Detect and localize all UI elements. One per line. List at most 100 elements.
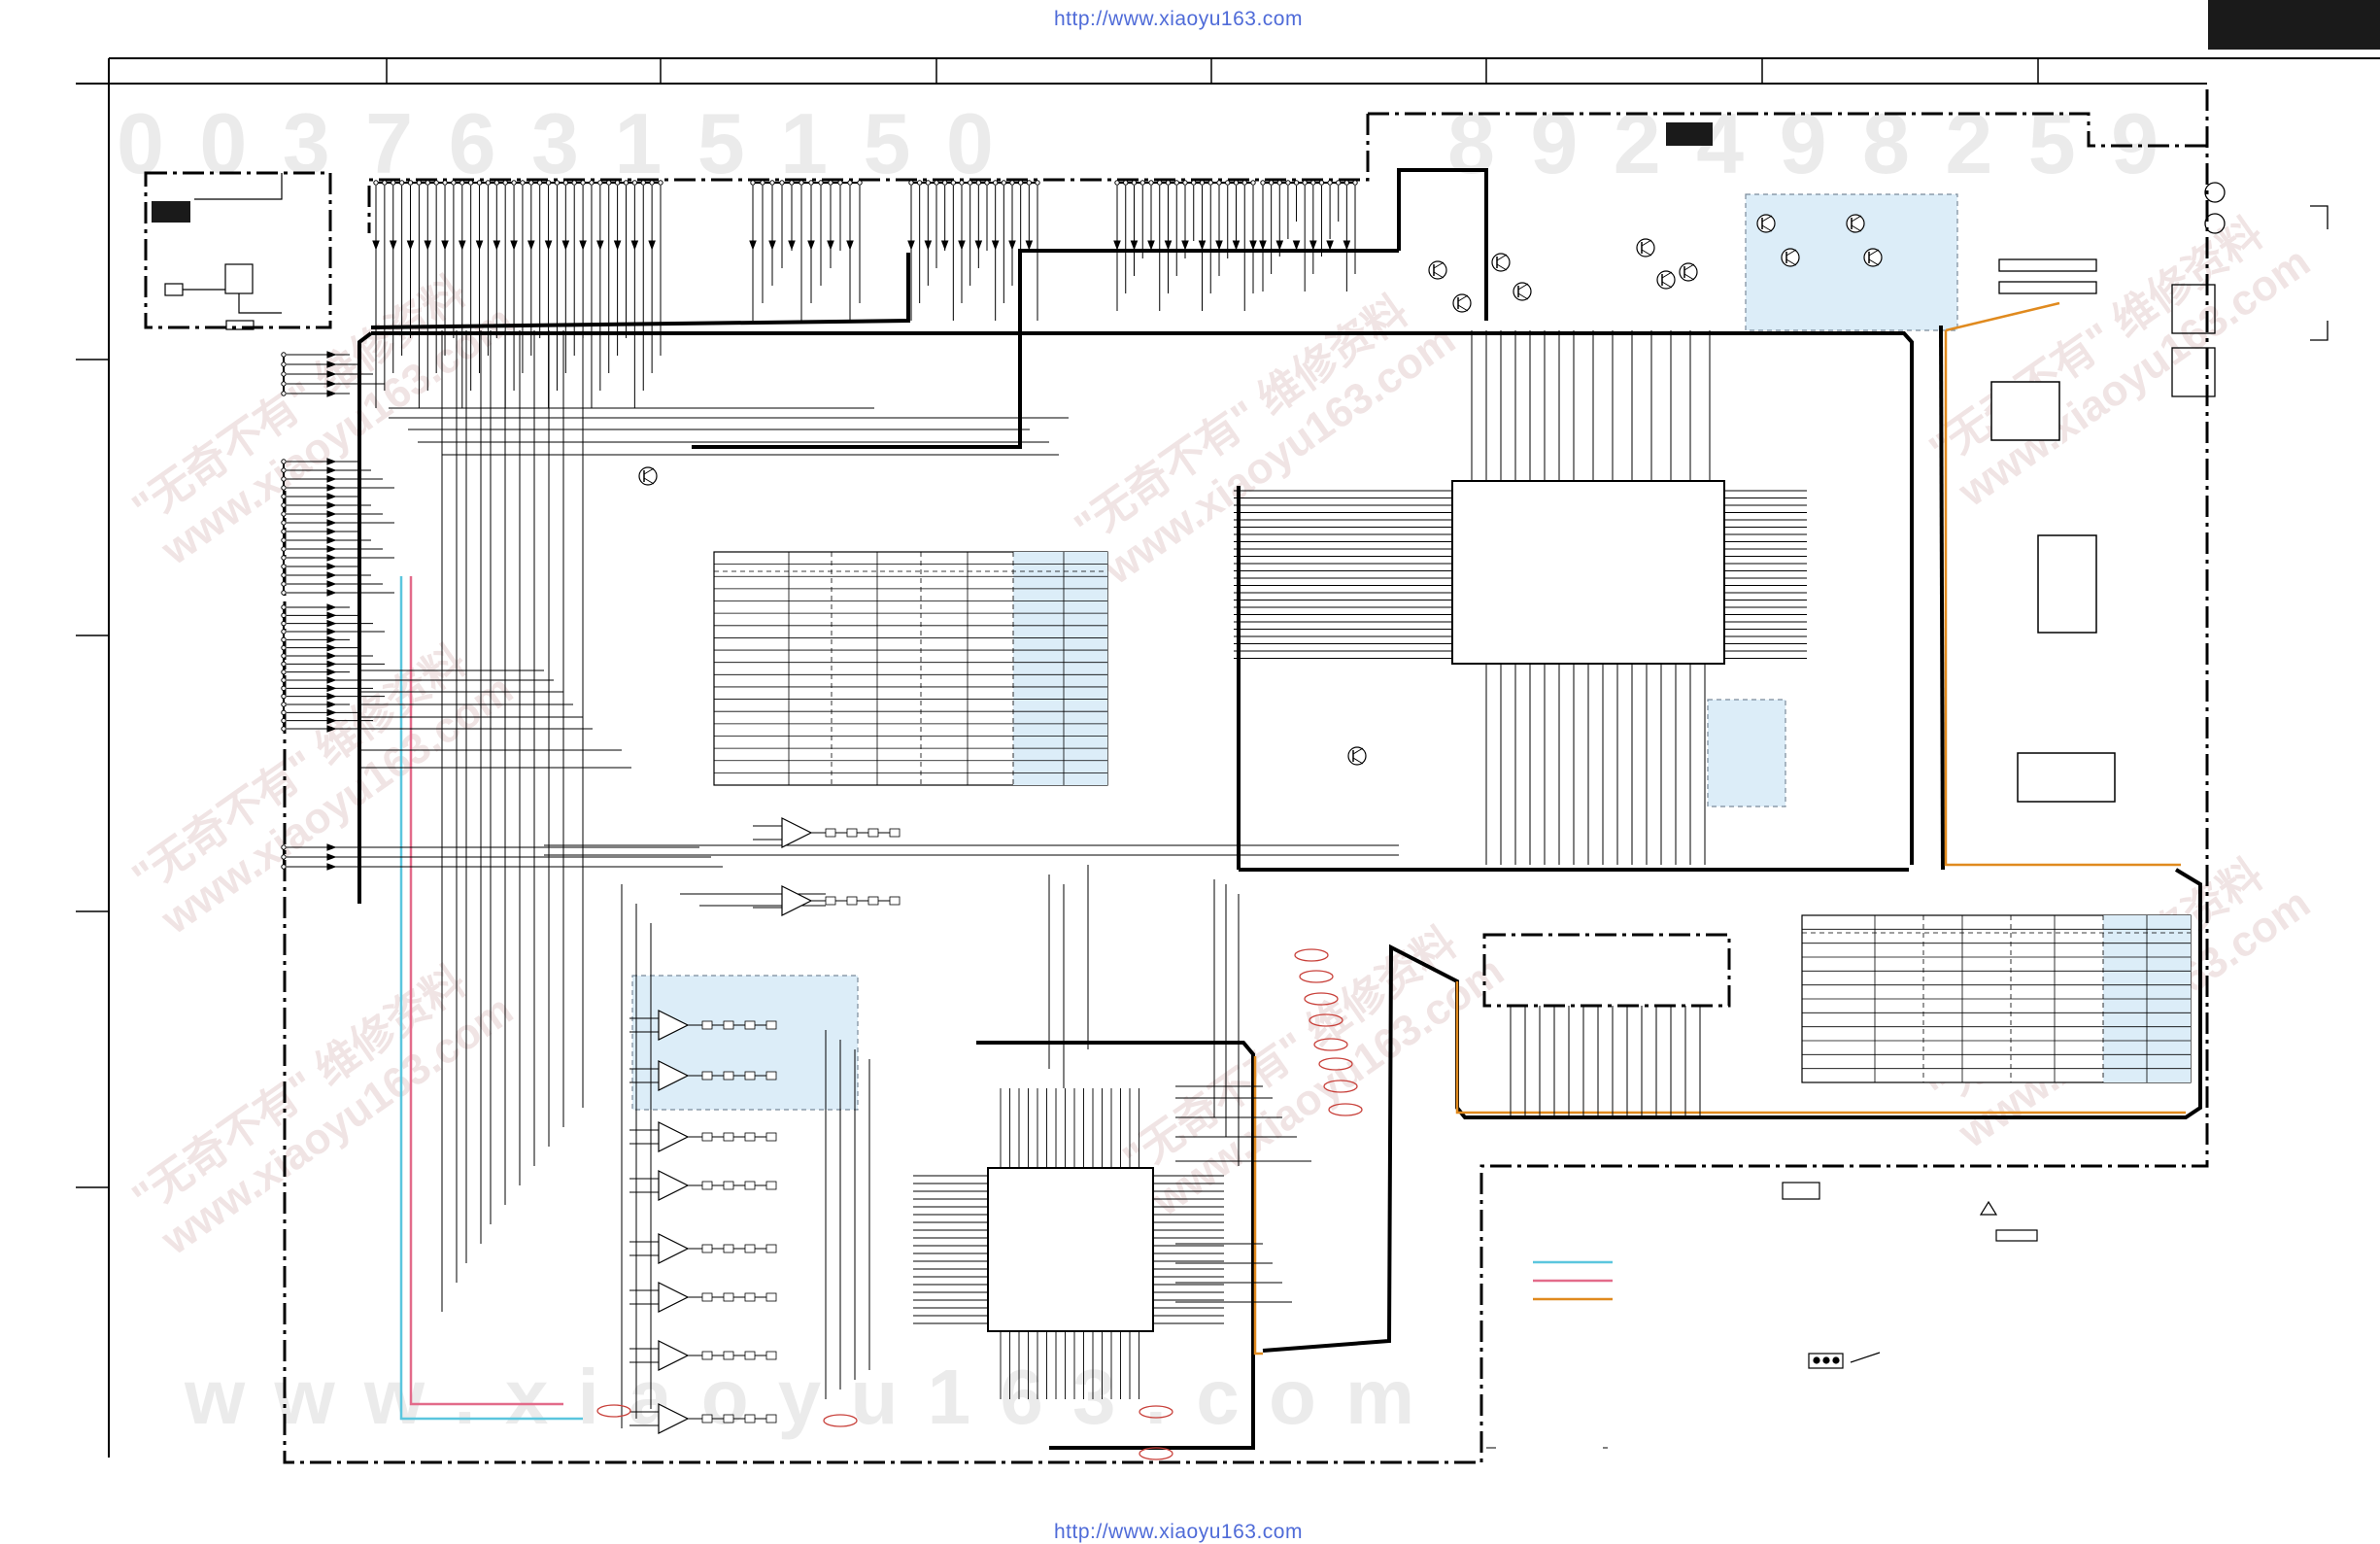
resistor xyxy=(744,1132,756,1142)
connector-pin xyxy=(1293,180,1300,186)
transistor-body xyxy=(1513,282,1532,301)
transistor-body xyxy=(1756,214,1776,233)
signal-arrow xyxy=(458,240,466,251)
connector-pin xyxy=(281,511,287,517)
diagonal-watermark-5: "无奇不有" 维修资料 www.xiaoyu163.com xyxy=(1115,918,1513,1225)
signal-arrow xyxy=(326,484,337,492)
connector-pin xyxy=(493,180,500,186)
signal-arrow xyxy=(788,240,796,251)
signal-arrow xyxy=(326,853,337,861)
transistor-emitter xyxy=(1517,292,1529,300)
transistor xyxy=(1781,248,1800,267)
transistor-emitter xyxy=(643,477,655,485)
transistor-emitter xyxy=(1761,224,1773,232)
right-connector-jacks xyxy=(1998,182,2329,397)
opamp-body xyxy=(658,1233,690,1264)
resistor xyxy=(846,828,858,838)
connector-pin xyxy=(281,717,287,724)
transistor-emitter xyxy=(1868,258,1880,266)
signal-arrow xyxy=(326,863,337,871)
resistor xyxy=(744,1071,756,1081)
signal-arrow xyxy=(326,628,337,635)
connector-pin xyxy=(1260,180,1266,186)
transistor xyxy=(1636,238,1655,257)
opamp-array xyxy=(629,817,901,1434)
connector-pin xyxy=(281,693,287,700)
signal-arrow xyxy=(326,458,337,465)
connector-pin xyxy=(281,467,287,473)
transistor xyxy=(1428,260,1447,280)
resistor xyxy=(765,1292,777,1302)
transistor xyxy=(1656,270,1676,290)
connector-pin xyxy=(467,180,474,186)
signal-arrow xyxy=(326,684,337,693)
signal-arrow xyxy=(579,240,587,251)
source-url-top[interactable]: http://www.xiaoyu163.com xyxy=(1054,8,1303,30)
signal-arrow xyxy=(1113,240,1121,251)
signal-arrow xyxy=(326,701,337,708)
signal-arrow xyxy=(1292,240,1301,251)
thick-bus-lines xyxy=(357,168,2202,1450)
connector-pin xyxy=(916,180,923,186)
transistor-body xyxy=(1452,293,1472,313)
connector-pin xyxy=(1233,180,1240,186)
connector-pin xyxy=(281,590,287,596)
connector-pin xyxy=(281,864,287,870)
signal-arrow xyxy=(561,240,570,251)
connector-strip xyxy=(1260,180,1358,186)
connector-pin xyxy=(1318,180,1325,186)
connector-pin xyxy=(451,180,457,186)
connector-pin xyxy=(789,180,795,186)
connector-pin xyxy=(597,180,603,186)
opamp-body xyxy=(658,1170,690,1201)
opamp xyxy=(629,1170,777,1201)
connector-pin xyxy=(799,180,804,186)
ic-right-small-upper xyxy=(2037,534,2097,634)
signal-arrow xyxy=(1215,240,1223,251)
resistor xyxy=(723,1351,734,1360)
resistor xyxy=(744,1414,756,1424)
transistor-collector xyxy=(1496,254,1508,261)
signal-arrow xyxy=(326,554,337,562)
signal-arrow xyxy=(1164,240,1173,251)
signal-arrow xyxy=(749,240,757,251)
connector-pin xyxy=(760,180,765,186)
connector-pin xyxy=(281,361,287,367)
signal-arrow xyxy=(326,716,337,725)
signal-arrow xyxy=(326,571,337,579)
opamp-body xyxy=(781,817,813,848)
opamp-body xyxy=(658,1060,690,1091)
signal-arrow xyxy=(424,240,432,251)
connector-strip xyxy=(373,180,663,186)
transistor-collector xyxy=(1785,249,1797,257)
transistor-collector xyxy=(1683,263,1695,271)
resistor xyxy=(701,1132,713,1142)
watermark-digits-top: 0 0 3 7 6 3 1 5 1 5 0 xyxy=(117,95,1000,191)
connector-pin xyxy=(658,180,663,186)
connector-pin xyxy=(442,180,448,186)
connector-pin xyxy=(1225,180,1231,186)
signal-arrow xyxy=(389,240,397,251)
connector-pin xyxy=(281,529,287,534)
resistor xyxy=(723,1020,734,1030)
transistor-body xyxy=(1636,238,1655,257)
ic-right-small-lower xyxy=(2017,752,2116,803)
connector-pin xyxy=(398,180,405,186)
opamp xyxy=(629,1121,777,1152)
transistor xyxy=(638,466,658,486)
signal-arrow xyxy=(326,380,337,388)
connector-pin xyxy=(1114,180,1120,186)
resistor xyxy=(867,828,879,838)
connector-pin xyxy=(950,180,957,186)
connector-pin xyxy=(1276,180,1282,186)
connector-pin xyxy=(1001,180,1007,186)
resistor xyxy=(744,1020,756,1030)
signal-arrow xyxy=(510,240,518,251)
opamp xyxy=(629,1010,777,1041)
connector-pin xyxy=(1165,180,1172,186)
signal-arrow xyxy=(1275,240,1284,251)
signal-arrow xyxy=(326,390,337,397)
connector-pin xyxy=(545,180,552,186)
source-url-bottom[interactable]: http://www.xiaoyu163.com xyxy=(1054,1521,1303,1543)
transistor-body xyxy=(638,466,658,486)
